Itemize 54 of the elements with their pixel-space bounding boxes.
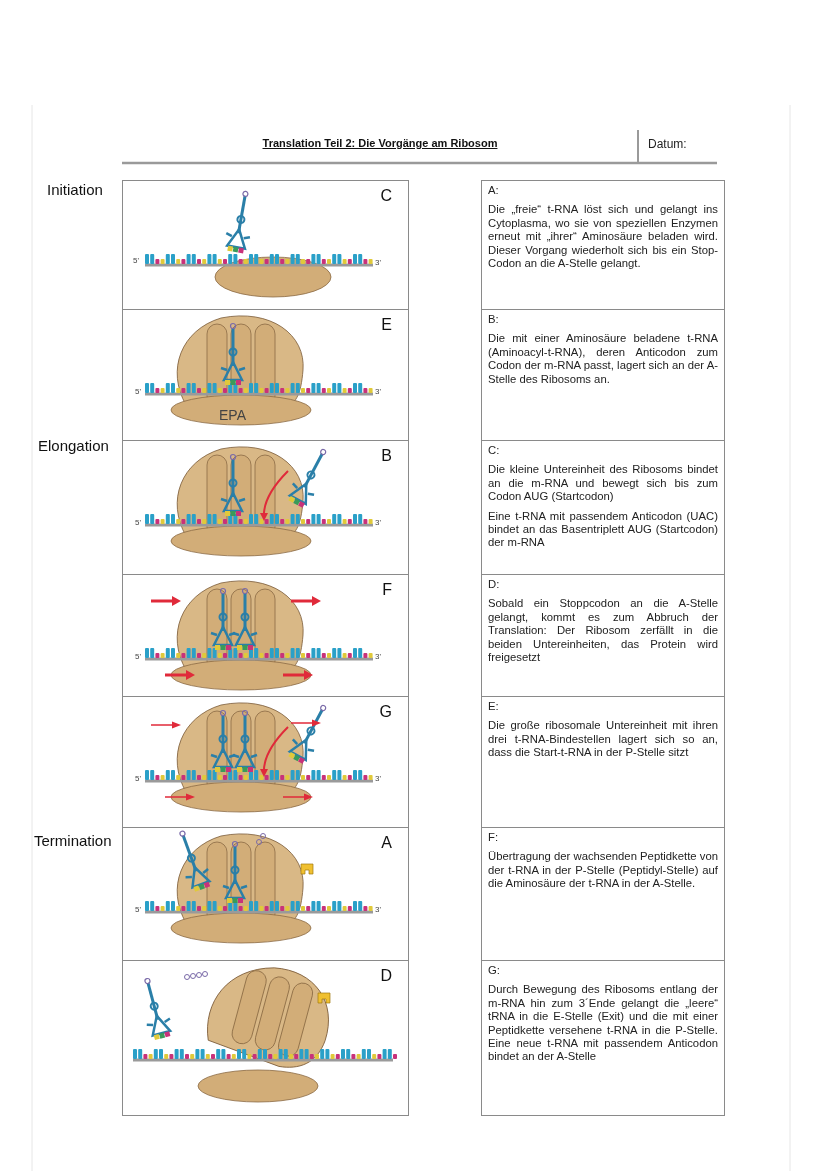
phase-label: Elongation bbox=[38, 437, 109, 454]
description-panel bbox=[481, 960, 725, 1116]
description-text: Die „freie“ t-RNA löst sich und gelangt ins Cytoplasma, wo sie von speziellen Enzymen erneut mit „ihrer“ Aminosäure beladen wird. Dieser Vorgang wiederholt sich bis ein Stop-Codon an die A-Stelle gelangt. bbox=[488, 203, 718, 271]
strand-end-label: 3' bbox=[375, 652, 381, 661]
description-text: Die kleine Untereinheit des Ribosoms bindet an die m-RNA und bewegt sich bis zum Codon AUG (Startcodon) bbox=[488, 463, 718, 504]
diagram-panel bbox=[122, 696, 409, 828]
description-panel bbox=[481, 827, 725, 961]
step-letter: D: bbox=[488, 578, 501, 592]
phase-label: Termination bbox=[34, 832, 112, 849]
description-text: Durch Bewegung des Ribosoms entlang der m-RNA hin zum 3´Ende gelangt die „leere“ tRNA in die E-Stelle (Exit) und die mit einer Peptidkette versehene t-RNA in die P-Stelle. Eine neue t-RNA mit passendem Anticodon bindet an der A-Stelle bbox=[488, 983, 718, 1064]
description-panel bbox=[481, 180, 725, 310]
description-panel bbox=[481, 309, 725, 441]
phase-label: Initiation bbox=[47, 181, 103, 198]
strand-end-label: 3' bbox=[375, 518, 381, 527]
panel-letter: D bbox=[380, 967, 392, 985]
step-letter: F: bbox=[488, 831, 500, 845]
diagram-panel bbox=[122, 960, 409, 1116]
strand-end-label: 5' bbox=[135, 905, 141, 914]
diagram-panel bbox=[122, 440, 409, 575]
panel-letter: A bbox=[381, 834, 392, 852]
panel-letter: F bbox=[382, 581, 392, 599]
step-letter: G: bbox=[488, 964, 501, 978]
description-text: Sobald ein Stoppcodon an die A-Stelle gelangt, kommt es zum Abbruch der Translation: Der Ribosom zerfällt in die beiden Untereinheiten, das Protein wird freigesetzt bbox=[488, 597, 718, 665]
strand-end-label: 5' bbox=[133, 256, 139, 265]
step-letter: A: bbox=[488, 184, 500, 198]
panel-letter: E bbox=[381, 316, 392, 334]
panel-letter: C bbox=[380, 187, 392, 205]
strand-end-label: 5' bbox=[135, 774, 141, 783]
strand-end-label: 5' bbox=[135, 518, 141, 527]
strand-end-label: 3' bbox=[375, 905, 381, 914]
description-panel bbox=[481, 440, 725, 575]
description-text: Eine t-RNA mit passendem Anticodon (UAC) bindet an das Basentriplett AUG (Startcodon) der m-RNA bbox=[488, 509, 718, 550]
diagram-panel bbox=[122, 180, 409, 310]
step-letter: B: bbox=[488, 313, 500, 327]
description-text: Übertragung der wachsenden Peptidkette von der t-RNA in der P-Stelle (Peptidyl-Stelle) auf die Aminosäure der t-RNA in der A-Stelle. bbox=[488, 850, 718, 891]
diagram-panel bbox=[122, 309, 409, 441]
diagram-panel bbox=[122, 827, 409, 961]
strand-end-label: 3' bbox=[375, 774, 381, 783]
panel-letter: G bbox=[379, 703, 392, 721]
strand-end-label: 3' bbox=[375, 387, 381, 396]
strand-end-label: 5' bbox=[135, 387, 141, 396]
description-panel bbox=[481, 574, 725, 697]
strand-end-label: 3' bbox=[375, 258, 381, 267]
diagram-panel bbox=[122, 574, 409, 697]
worksheet-title: Translation Teil 2: Die Vorgänge am Ribosom bbox=[261, 137, 499, 149]
description-panel bbox=[481, 696, 725, 828]
date-label: Datum: bbox=[648, 137, 687, 151]
description-text: Die große ribosomale Untereinheit mit ihren drei t-RNA-Bindestellen lagert sich so an, dass die Start-t-RNA in der P-Stelle sitzt bbox=[488, 719, 718, 760]
panel-letter: B bbox=[381, 447, 392, 465]
step-letter: C: bbox=[488, 444, 501, 458]
strand-end-label: 5' bbox=[135, 652, 141, 661]
step-letter: E: bbox=[488, 700, 500, 714]
description-text: Die mit einer Aminosäure beladene t-RNA (Aminoacyl-t-RNA), deren Anticodon zum Codon der m-RNA passt, lagert sich an der A-Stelle des Ribosoms an. bbox=[488, 332, 718, 387]
site-label: EPA bbox=[219, 407, 246, 423]
